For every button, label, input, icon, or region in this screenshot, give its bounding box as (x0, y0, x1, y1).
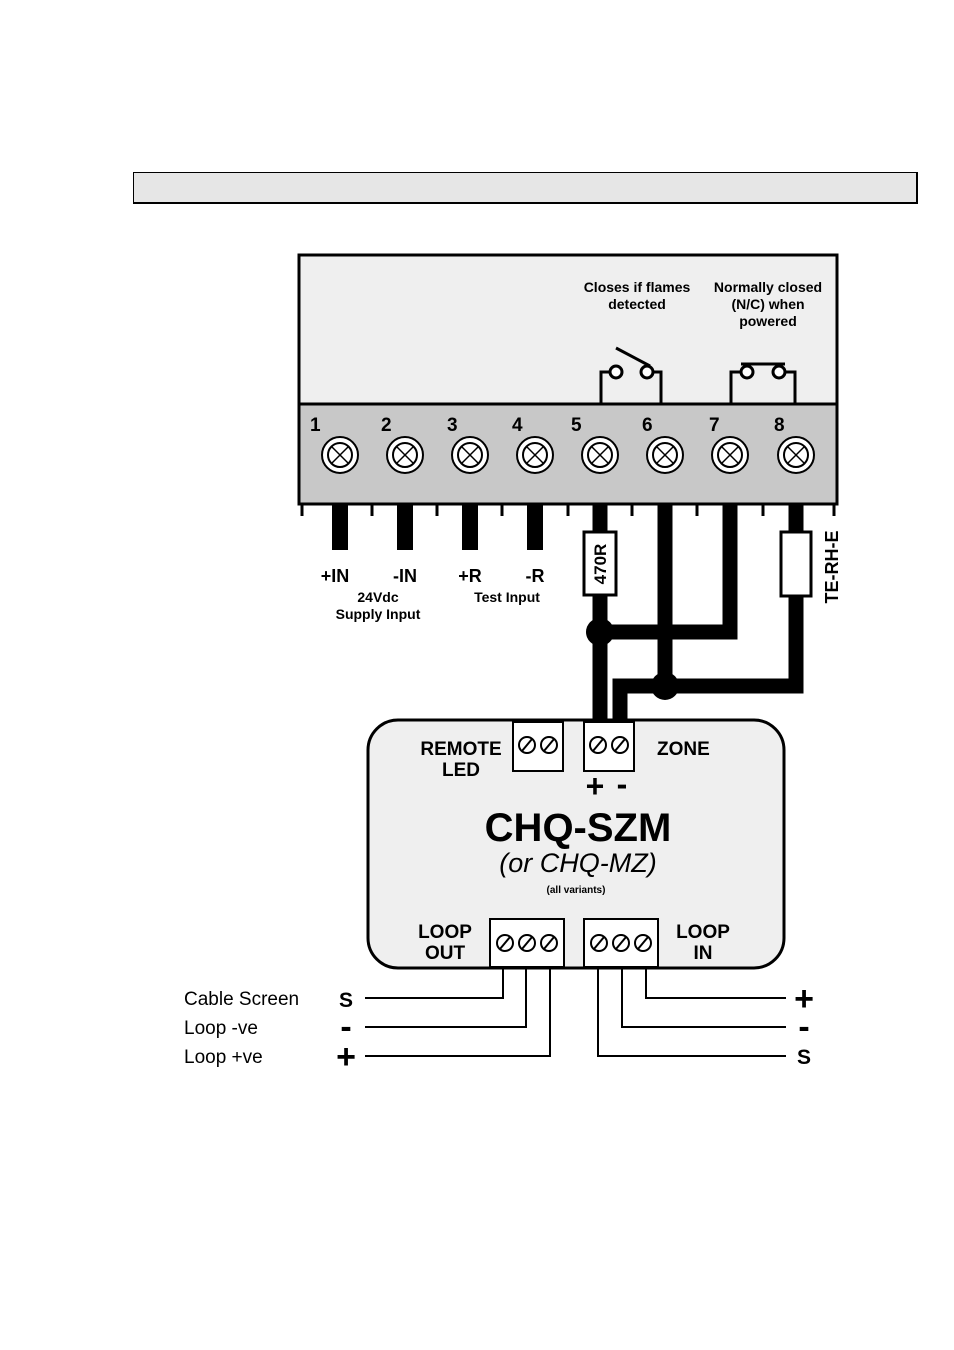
resistor-label: 470R (591, 544, 610, 585)
terminal-number-8: 8 (774, 415, 785, 436)
nc-relay-note-2: (N/C) when (731, 296, 804, 312)
screw-terminal-7-icon (712, 437, 748, 473)
loop-out-label-1: LOOP (418, 922, 472, 943)
legend-loop-neg: Loop -ve (184, 1018, 258, 1039)
legend-symbol-pos: + (336, 1038, 356, 1076)
screw-terminal-3-icon (452, 437, 488, 473)
loop-wiring (365, 968, 786, 1056)
detector-housing (299, 255, 837, 405)
terminal-strip (299, 404, 837, 504)
zone-label: ZONE (657, 739, 710, 760)
wire-label-in-neg: -IN (393, 566, 417, 586)
flame-relay-note-2: detected (608, 296, 666, 312)
wire-label-r-pos: +R (458, 566, 482, 586)
loop-in-label-2: IN (694, 943, 713, 964)
eol-device-label: TE-RH-E (822, 531, 842, 604)
screw-terminal-2-icon (387, 437, 423, 473)
terminal-number-4: 4 (512, 415, 523, 436)
zone-neg-symbol: - (617, 766, 628, 802)
zone-pos-symbol: + (586, 768, 605, 804)
zone-connector (584, 722, 634, 771)
module-alt-name: (or CHQ-MZ) (499, 848, 656, 878)
terminal-number-1: 1 (310, 415, 321, 436)
module-variants: (all variants) (547, 885, 606, 896)
terminal-number-7: 7 (709, 415, 720, 436)
junction-node-neg (651, 672, 679, 700)
nc-relay-note-1: Normally closed (714, 279, 822, 295)
screw-terminal-8-icon (778, 437, 814, 473)
remote-led-connector (513, 722, 563, 771)
remote-led-label-2: LED (442, 760, 480, 781)
loop-in-label-1: LOOP (676, 922, 730, 943)
wire-label-in-pos: +IN (321, 566, 350, 586)
flame-relay-note-1: Closes if flames (584, 279, 691, 295)
strip-tick-marks (302, 504, 834, 516)
legend-right-screen: S (797, 1046, 811, 1069)
legend-cable-screen: Cable Screen (184, 989, 299, 1010)
legend-right-neg: - (798, 1008, 809, 1046)
zone-wiring (600, 504, 796, 722)
screw-terminal-6-icon (647, 437, 683, 473)
terminal-number-6: 6 (642, 415, 653, 436)
eol-device-icon (781, 532, 811, 596)
terminal-number-3: 3 (447, 415, 458, 436)
test-input-label: Test Input (474, 589, 540, 605)
supply-label-1: 24Vdc (357, 589, 398, 605)
remote-led-label-1: REMOTE (420, 739, 501, 760)
screw-terminal-5-icon (582, 437, 618, 473)
loop-out-label-2: OUT (425, 943, 466, 964)
terminal-number-5: 5 (571, 415, 582, 436)
screw-terminal-4-icon (517, 437, 553, 473)
supply-label-2: Supply Input (336, 606, 421, 622)
legend-loop-pos: Loop +ve (184, 1047, 263, 1068)
module-name: CHQ-SZM (485, 806, 672, 850)
wire-label-r-neg: -R (526, 566, 545, 586)
nc-relay-note-3: powered (739, 313, 797, 329)
screw-terminal-1-icon (322, 437, 358, 473)
junction-node-pos (586, 618, 614, 646)
terminal-number-2: 2 (381, 415, 392, 436)
